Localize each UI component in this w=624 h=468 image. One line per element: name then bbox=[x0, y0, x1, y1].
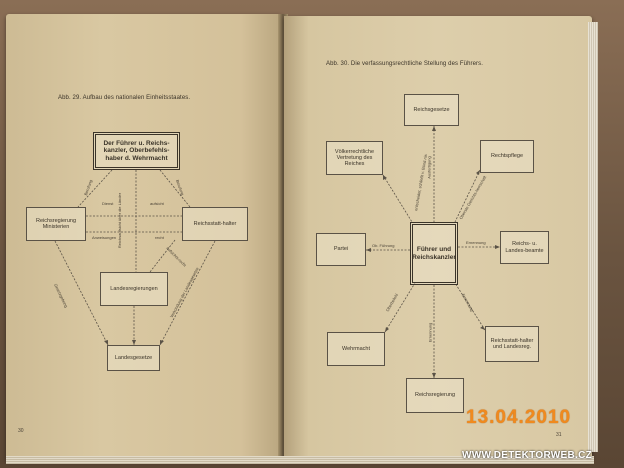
label-ob-fuehrung: Ob. Führung bbox=[372, 243, 395, 248]
label-ernennung-right: Ernennung bbox=[466, 240, 486, 245]
book-binding bbox=[278, 14, 288, 460]
reichsregierung-box: Reichsregierung bbox=[406, 378, 464, 413]
label-dienst: Dienst bbox=[102, 201, 114, 206]
left-figure-caption: Abb. 29. Aufbau des nationalen Einheitss… bbox=[58, 95, 191, 101]
label-center-vertical: Reichsaufsicht über die Länder bbox=[117, 192, 123, 249]
right-figure-caption: Abb. 30. Die verfassungsrechtliche Stell… bbox=[326, 61, 484, 67]
wehrmacht-box: Wehrmacht bbox=[327, 332, 385, 366]
fuehrer-box: Der Führer u. Reichs-kanzler, Oberbefehl… bbox=[93, 132, 180, 170]
reichsstatthalter-box: Reichsstatt-halter bbox=[182, 207, 248, 241]
page-edges-bottom bbox=[6, 456, 594, 464]
landesgesetze-box: Landesgesetze bbox=[107, 345, 160, 371]
label-ausfertigung: Ausfertigung bbox=[426, 156, 432, 179]
reichsgesetze-box: Reichsgesetze bbox=[404, 94, 459, 126]
label-aufsicht: aufsicht bbox=[150, 201, 164, 206]
left-page-number: 30 bbox=[18, 428, 24, 434]
beamte-box: Reichs- u. Landes-beamte bbox=[500, 231, 549, 264]
reichsstatthalter-landesreg-box: Reichsstatt-halter und Landesreg. bbox=[485, 326, 539, 362]
reichsregierung-box: Reichsregierung Ministerien bbox=[26, 207, 86, 241]
page-edges-right bbox=[588, 22, 598, 452]
right-page-number: 31 bbox=[556, 432, 562, 438]
voelkerrecht-box: Völkerrechtliche Vertretung des Reiches bbox=[326, 141, 383, 175]
rechtspflege-box: Rechtspflege bbox=[480, 140, 534, 173]
watermark-text: WWW.DETEKTORWEB.CZ bbox=[462, 450, 593, 461]
landesregierungen-box: Landesregierungen bbox=[100, 272, 168, 306]
date-stamp: 13.04.2010 bbox=[466, 407, 572, 428]
label-recht: recht bbox=[155, 235, 164, 240]
fuehrer-center-box: Führer und Reichskanzler bbox=[410, 222, 458, 285]
partei-box: Partei bbox=[316, 233, 366, 266]
label-ernennung-down: Ernennung bbox=[427, 322, 433, 343]
label-anweisungen: Anweisungen bbox=[92, 235, 117, 240]
